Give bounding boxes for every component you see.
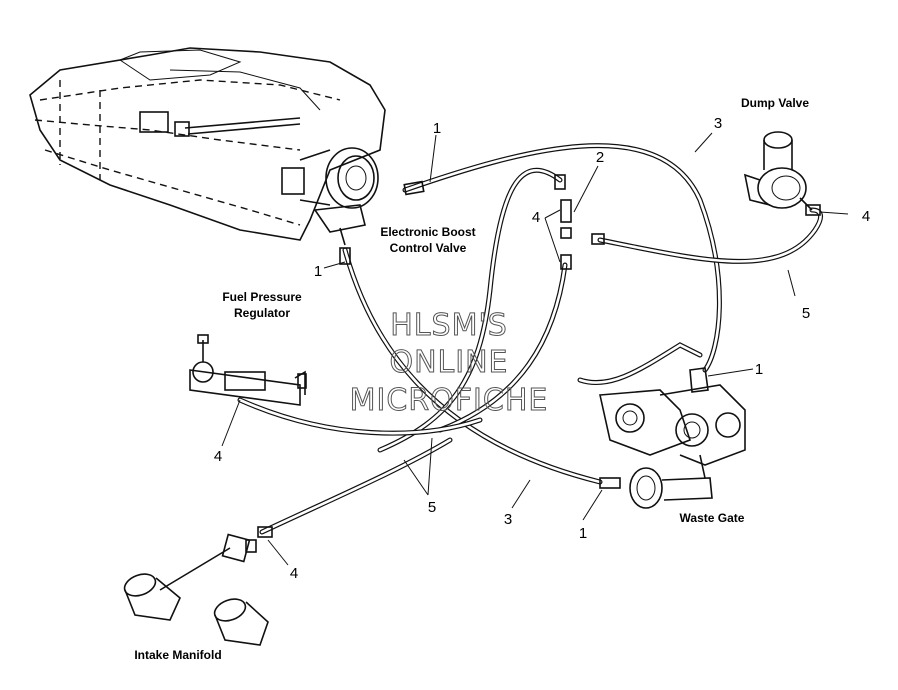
label-dump-valve: Dump Valve [741, 96, 809, 110]
watermark-line-2: ONLINE [389, 345, 508, 380]
label-fuel-pressure-line1: Fuel Pressure [222, 290, 302, 304]
callout-4-dump: 4 [862, 208, 870, 225]
label-intake-manifold: Intake Manifold [134, 648, 221, 662]
watermark: HLSM'S ONLINE MICROFICHE [349, 308, 549, 419]
component-labels: Dump Valve Electronic Boost Control Valv… [134, 96, 809, 662]
label-electronic-boost-line1: Electronic Boost [380, 225, 475, 239]
callout-4-tee: 4 [532, 209, 540, 226]
waste-gate-turbo-drawing [577, 342, 746, 509]
label-waste-gate: Waste Gate [680, 511, 745, 525]
callout-1-boost: 1 [314, 263, 322, 280]
callout-4-regulator: 4 [214, 448, 222, 465]
callout-4-intake: 4 [290, 565, 298, 582]
callout-3-bottom: 3 [504, 511, 512, 528]
callout-1-wastegate: 1 [579, 525, 587, 542]
engine-airbox-drawing [29, 47, 386, 246]
leader-lines [221, 132, 849, 566]
watermark-line-1: HLSM'S [390, 308, 508, 343]
callout-5-center: 5 [428, 499, 436, 516]
label-control-valve-line2: Control Valve [390, 241, 467, 255]
callout-5-dump: 5 [802, 305, 810, 322]
dump-valve-drawing [743, 131, 813, 211]
callout-2: 2 [596, 149, 604, 166]
fuel-pressure-regulator-drawing [189, 334, 307, 406]
callout-3-top: 3 [714, 115, 722, 132]
callout-1-turbo: 1 [755, 361, 763, 378]
callout-numbers: 1 1 1 1 2 3 3 4 4 4 4 5 5 [214, 115, 870, 582]
watermark-line-3: MICROFICHE [350, 383, 549, 418]
callout-1-top: 1 [433, 120, 441, 137]
hoses [237, 143, 824, 538]
label-regulator-line2: Regulator [234, 306, 290, 320]
intake-manifold-drawing [123, 533, 269, 646]
